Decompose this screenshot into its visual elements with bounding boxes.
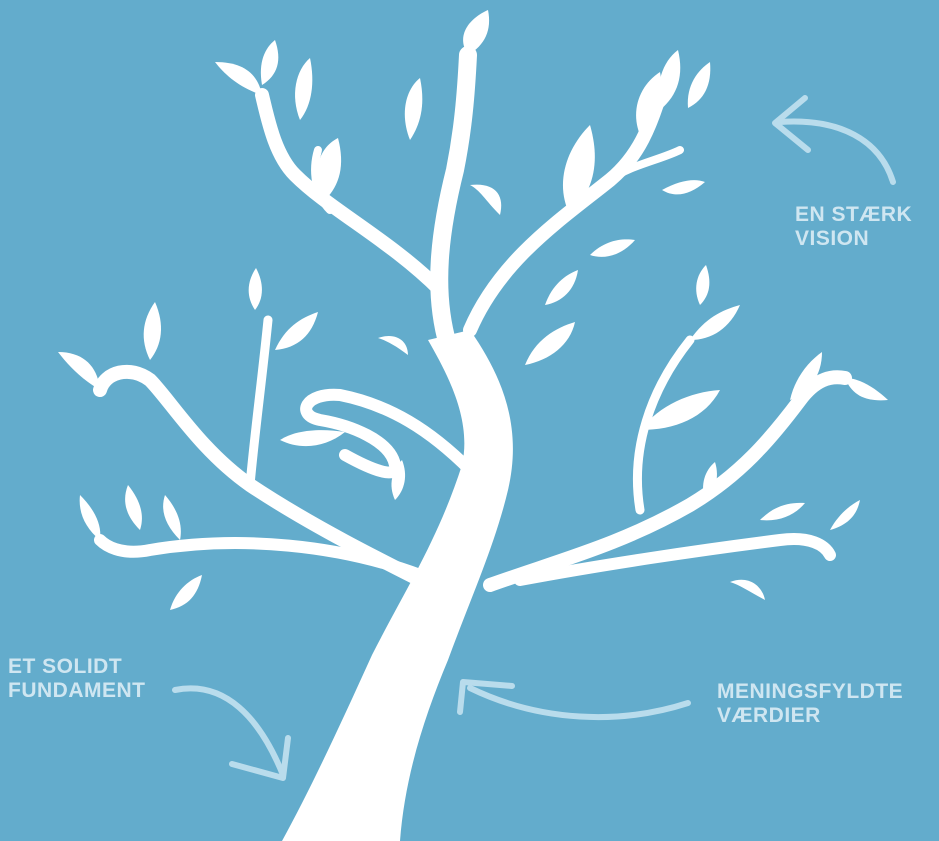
branch-upper-left	[255, 88, 447, 297]
branch-right	[483, 370, 852, 592]
leaf-icon	[163, 495, 181, 540]
branch-center	[430, 46, 477, 354]
label-vision-line1: EN STÆRK	[795, 203, 913, 226]
branch-upper-right	[463, 88, 667, 337]
leaf-icon	[260, 40, 279, 85]
leaves	[58, 10, 888, 610]
leaf-icon	[470, 184, 502, 215]
leaf-icon	[463, 10, 490, 55]
leaf-icon	[275, 312, 318, 350]
label-vision-line2: VISION	[795, 227, 870, 250]
leaf-icon	[525, 322, 575, 365]
branch-left-lower	[94, 534, 426, 581]
leaf-icon	[703, 462, 717, 500]
arrow-foundation-head	[229, 735, 291, 781]
leaf-icon	[143, 302, 162, 360]
leaf-icon	[562, 125, 595, 215]
leaf-icon	[295, 58, 313, 120]
leaf-icon	[845, 378, 888, 401]
branch-upper-left-twig	[311, 146, 334, 214]
branch-left	[93, 364, 447, 597]
label-values-line1: MENINGSFYLDTE	[717, 680, 904, 703]
label-solid-foundation: ET SOLIDT FUNDAMENT	[8, 655, 145, 703]
leaf-icon	[640, 390, 720, 430]
leaf-icon	[696, 265, 710, 305]
leaf-icon	[662, 180, 705, 195]
arrow-values	[467, 685, 691, 721]
arrow-foundation	[172, 685, 286, 778]
leaf-icon	[636, 72, 662, 135]
leaf-icon	[790, 352, 822, 400]
label-values-line2: VÆRDIER	[717, 704, 821, 727]
leaf-icon	[830, 500, 860, 530]
leaf-icon	[378, 335, 408, 355]
leaf-icon	[58, 352, 100, 390]
branch-left-twig	[245, 315, 273, 490]
arrow-values-head	[457, 679, 515, 715]
branch-upper-right-twig	[606, 146, 684, 184]
label-strong-vision: EN STÆRK VISION	[795, 203, 912, 251]
leaf-icon	[391, 460, 406, 500]
leaf-icon	[730, 579, 765, 600]
leaf-icon	[248, 268, 262, 310]
leaf-icon	[215, 62, 262, 95]
leaf-icon	[317, 138, 342, 200]
leaf-icon	[658, 50, 681, 110]
leaf-icon	[280, 430, 345, 447]
branch-right-lower	[514, 533, 836, 586]
leaf-icon	[590, 239, 635, 257]
leaf-icon	[404, 78, 423, 140]
arrow-vision	[777, 118, 896, 185]
leaf-icon	[79, 495, 101, 540]
leaf-icon	[690, 305, 740, 340]
leaf-icon	[125, 485, 142, 530]
tree-trunk	[282, 330, 513, 841]
label-foundation-line2: FUNDAMENT	[8, 679, 146, 702]
arrow-vision-head	[772, 95, 811, 153]
leaf-icon	[760, 502, 805, 521]
branch-mid-curl	[300, 388, 476, 479]
branch-right-twig	[633, 335, 695, 515]
leaf-icon	[545, 270, 578, 305]
label-meaningful-values: MENINGSFYLDTE VÆRDIER	[717, 680, 903, 728]
leaf-icon	[170, 575, 202, 610]
label-foundation-line1: ET SOLIDT	[8, 655, 123, 678]
leaf-icon	[687, 62, 711, 108]
